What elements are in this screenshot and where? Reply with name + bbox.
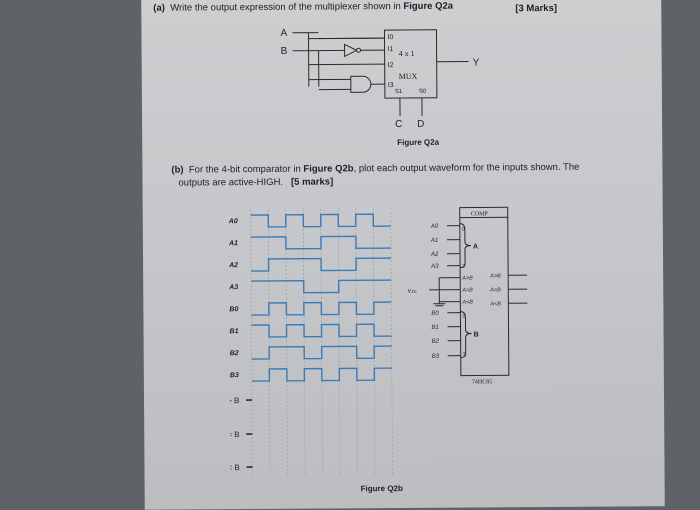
comparator-chip-diagram: COMP 74HC85 Vcc A B 0 3 0 3 A0A1A2A3B0B1… bbox=[405, 205, 536, 386]
chip-a-bit0: 0 bbox=[462, 227, 465, 233]
input-b-label: B bbox=[281, 46, 288, 57]
question-a-marks: [3 Marks] bbox=[515, 3, 557, 14]
chip-a-input-label: A2 bbox=[430, 252, 439, 258]
input-a-label: A bbox=[280, 28, 287, 39]
chip-output-label: A=B bbox=[489, 287, 501, 293]
question-b-line2-text: outputs are active-HIGH. bbox=[178, 177, 283, 189]
chip-b-bit3: 3 bbox=[463, 352, 466, 358]
waveform-label: A3 bbox=[229, 284, 239, 291]
question-a-figure-ref: Figure Q2a bbox=[403, 1, 453, 12]
waveform-label: B3 bbox=[230, 372, 239, 379]
chip-a-input-label: A0 bbox=[430, 224, 439, 230]
waveform-label: B0 bbox=[229, 306, 238, 313]
waveform-label: B2 bbox=[230, 350, 239, 357]
question-a-letter: (a) bbox=[153, 3, 165, 14]
waveform-gridline bbox=[251, 209, 253, 475]
question-a-text: (a) Write the output expression of the m… bbox=[153, 1, 453, 14]
chip-group-a: A bbox=[473, 243, 478, 250]
pin-i3-label: I3 bbox=[388, 82, 394, 89]
chip-a-input-label: A1 bbox=[430, 238, 438, 244]
pin-s0-label: S0 bbox=[419, 89, 427, 95]
select-d-label: D bbox=[417, 119, 424, 130]
chip-title: COMP bbox=[471, 211, 489, 217]
question-b-line1-text: For the 4-bit comparator in bbox=[189, 164, 301, 176]
pin-s1-label: S1 bbox=[395, 89, 403, 95]
output-waveform-label: A > B bbox=[229, 396, 240, 405]
worksheet-paper: (a) Write the output expression of the m… bbox=[141, 0, 665, 510]
waveform-gridline bbox=[268, 209, 270, 475]
waveform-trace bbox=[251, 236, 391, 249]
question-a-prefix: Write the output expression of the multi… bbox=[170, 1, 401, 14]
chip-b-input-label: B3 bbox=[432, 354, 440, 360]
mux-diagram: A B I0 I1 I2 I3 4 x 1 MUX S1 S0 Y C D bbox=[266, 23, 507, 137]
waveform-trace bbox=[252, 368, 392, 381]
select-c-label: C bbox=[395, 119, 402, 130]
waveform-label: A2 bbox=[229, 262, 238, 269]
inverter-gate bbox=[345, 44, 357, 56]
output-waveform-label: A < B bbox=[229, 463, 240, 472]
waveform-label: A1 bbox=[229, 240, 238, 247]
chip-b-bit0: 0 bbox=[462, 314, 465, 320]
figure-q2a-caption: Figure Q2a bbox=[397, 138, 439, 147]
question-b-marks: [5 marks] bbox=[291, 176, 333, 187]
waveform-trace bbox=[251, 302, 391, 315]
chip-a-input-label: A3 bbox=[430, 264, 439, 270]
waveform-label: B1 bbox=[230, 328, 239, 335]
waveform-trace bbox=[252, 346, 392, 359]
vcc-label: Vcc bbox=[407, 289, 417, 295]
question-b-letter: (b) bbox=[171, 165, 183, 176]
waveform-label: A0 bbox=[229, 218, 238, 225]
chip-a-bit3: 3 bbox=[462, 264, 465, 270]
and-gate bbox=[351, 76, 371, 92]
mux-size-label: 4 x 1 bbox=[399, 49, 415, 58]
waveform-gridline bbox=[338, 208, 340, 474]
pin-i1-label: I1 bbox=[388, 46, 394, 53]
waveform-trace bbox=[251, 214, 391, 227]
question-b-figure-ref: Figure Q2b bbox=[303, 163, 353, 174]
question-b-line2: outputs are active-HIGH. [5 marks] bbox=[178, 176, 333, 188]
chip-cascade-input-label: A=B bbox=[461, 288, 473, 294]
waveform-trace bbox=[251, 258, 391, 271]
output-y-label: Y bbox=[473, 57, 480, 68]
chip-cascade-input-label: A>B bbox=[461, 276, 473, 282]
chip-b-input-label: B1 bbox=[432, 325, 439, 331]
figure-q2b-caption: Figure Q2b bbox=[361, 484, 403, 493]
chip-b-input-label: B2 bbox=[432, 339, 440, 345]
chip-cascade-input-label: A<B bbox=[461, 300, 473, 306]
chip-b-input-label: B0 bbox=[431, 311, 439, 317]
question-b-line1: (b) For the 4-bit comparator in Figure Q… bbox=[171, 162, 579, 176]
chip-group-b: B bbox=[474, 331, 479, 338]
waveform-trace bbox=[251, 324, 391, 337]
output-waveform-label: A = B bbox=[229, 430, 240, 439]
question-b-line1-rest: , plot each output waveform for the inpu… bbox=[354, 162, 580, 175]
mux-label: MUX bbox=[399, 72, 418, 81]
chip-part-number: 74HC85 bbox=[472, 379, 492, 385]
pin-i0-label: I0 bbox=[387, 34, 393, 41]
chip-output-label: A>B bbox=[489, 273, 501, 279]
chip-output-label: A<B bbox=[489, 301, 501, 307]
pin-i2-label: I2 bbox=[388, 62, 394, 69]
